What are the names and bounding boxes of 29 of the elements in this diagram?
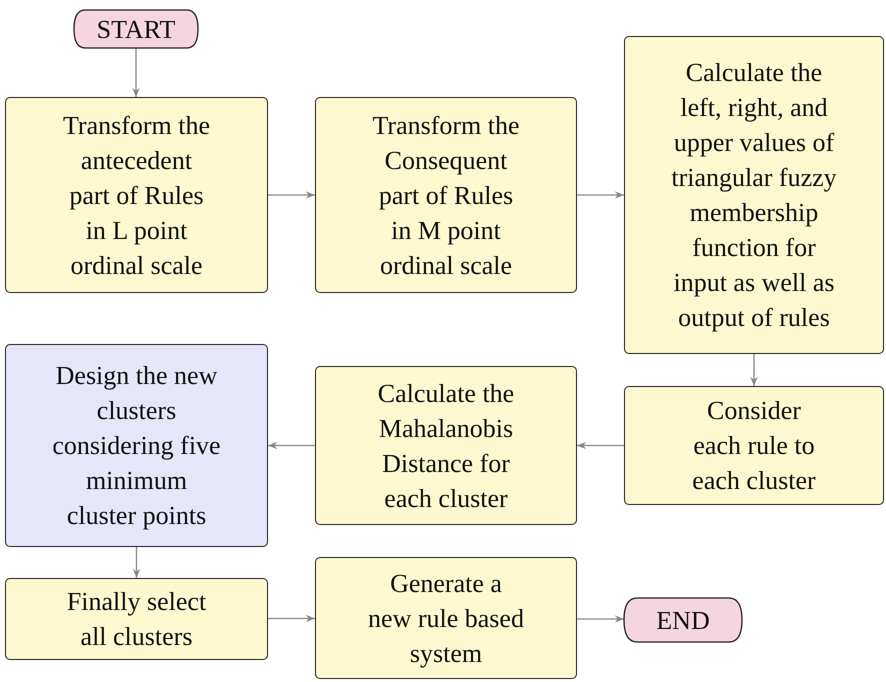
process-box bbox=[315, 366, 577, 525]
node-text: Consider each rule to each cluster bbox=[692, 395, 816, 497]
process-box bbox=[315, 97, 577, 293]
node-text: Design the new clusters considering five minimum cluster points bbox=[51, 360, 222, 532]
process-box bbox=[315, 557, 577, 679]
node-text: Calculate the Mahalanobis Distance for each cluster bbox=[376, 378, 516, 514]
arrow bbox=[577, 615, 624, 623]
node-text: END bbox=[656, 604, 710, 636]
arrow bbox=[268, 442, 315, 450]
node-text: Generate a new rule based system bbox=[367, 568, 525, 670]
arrow bbox=[132, 48, 140, 97]
arrow bbox=[132, 547, 140, 578]
terminal-shape bbox=[74, 10, 198, 48]
process-box bbox=[5, 578, 268, 660]
arrow bbox=[268, 191, 315, 199]
arrow bbox=[750, 354, 758, 386]
node-text: Transform the antecedent part of Rules in L point ordinal scale bbox=[62, 110, 210, 282]
node-text: START bbox=[96, 14, 176, 46]
process-box bbox=[5, 97, 268, 293]
node-text: Calculate the left, right, and upper values of triangular fuzzy membership function for input as well as output of rules bbox=[670, 57, 838, 334]
terminal-shape bbox=[624, 598, 742, 642]
node-text: Finally select all clusters bbox=[66, 586, 206, 653]
arrow bbox=[577, 442, 624, 450]
process-box bbox=[5, 344, 268, 547]
arrow bbox=[577, 191, 624, 199]
process-box bbox=[624, 386, 884, 505]
arrow bbox=[268, 614, 315, 622]
process-box bbox=[624, 36, 884, 354]
node-text: Transform the Consequent part of Rules in M point ordinal scale bbox=[372, 110, 520, 282]
